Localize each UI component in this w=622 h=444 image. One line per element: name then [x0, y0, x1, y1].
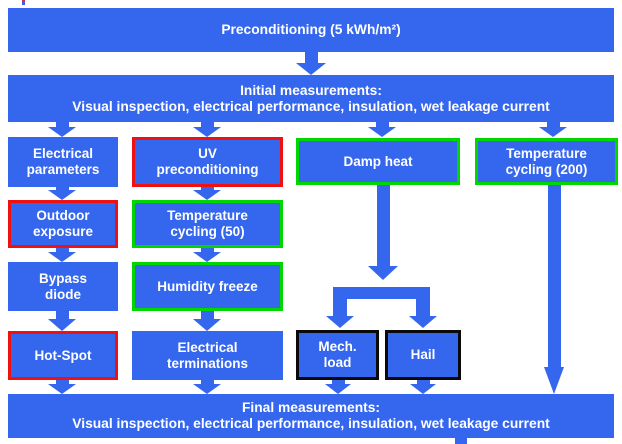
- box-label-line2: diode: [45, 286, 81, 302]
- box-label: Hail: [410, 347, 436, 363]
- box-label-line1: Mech.: [318, 339, 357, 355]
- arrow-elec-term-to-final: [193, 380, 221, 394]
- box-label-line2: cycling (200): [505, 161, 588, 177]
- box-label-line1: Final measurements:: [241, 400, 381, 415]
- arrow-split-to-hail: [409, 299, 437, 328]
- box-label-line1: Electrical: [32, 146, 94, 162]
- arrow-elec-params-to-outdoor: [48, 187, 76, 200]
- box-label-line1: Temperature: [506, 145, 587, 161]
- box-label-line1: Electrical: [177, 339, 238, 355]
- arrow-uv-to-tc50: [193, 187, 221, 200]
- arrow-mech-load-to-final: [325, 380, 351, 394]
- box-electrical-terminations: Electrical terminations: [132, 331, 283, 380]
- box-label-line1: Initial measurements:: [240, 82, 382, 98]
- box-preconditioning: Preconditioning (5 kWh/m²): [8, 8, 614, 52]
- box-uv-preconditioning: UV preconditioning: [132, 137, 283, 187]
- box-temperature-cycling-200: Temperature cycling (200): [475, 138, 618, 185]
- box-electrical-parameters: Electrical parameters: [8, 137, 118, 187]
- arrow-initial-to-damp-heat: [368, 122, 396, 137]
- box-label-line1: Bypass: [38, 270, 88, 286]
- box-label-line2: parameters: [26, 162, 100, 177]
- arrow-bypass-to-hotspot: [48, 311, 76, 331]
- box-damp-heat: Damp heat: [296, 138, 460, 185]
- arrow-initial-to-tc200: [539, 122, 567, 137]
- box-label-line2: cycling (50): [170, 224, 245, 239]
- box-label-line2: Visual inspection, electrical performanc…: [72, 98, 550, 114]
- arrow-initial-to-uv: [193, 122, 221, 137]
- box-label-line2: load: [323, 355, 352, 370]
- stray-mark: [22, 0, 25, 5]
- arrow-tc50-to-humidity: [193, 248, 221, 262]
- box-label-line1: Temperature: [167, 208, 248, 224]
- box-mech-load: Mech. load: [296, 330, 379, 380]
- box-label-line2: Visual inspection, electrical performanc…: [72, 416, 550, 431]
- arrow-hotspot-to-final: [48, 380, 76, 394]
- box-label-line1: UV: [198, 146, 217, 162]
- box-label: Preconditioning (5 kWh/m²): [221, 22, 401, 37]
- arrow-precond-to-initial: [296, 52, 326, 75]
- arrow-initial-to-elec-params: [48, 122, 76, 137]
- box-label: Damp heat: [343, 153, 413, 169]
- arrow-hail-to-final: [410, 380, 436, 394]
- arrow-damp-heat-down: [368, 185, 398, 280]
- box-label-line2: preconditioning: [156, 162, 259, 177]
- arrow-tc200-to-final: [544, 185, 564, 394]
- box-final-measurements: Final measurements: Visual inspection, e…: [8, 394, 614, 438]
- arrow-humidity-to-elec-term: [193, 311, 221, 331]
- box-outdoor-exposure: Outdoor exposure: [8, 200, 118, 248]
- box-label-line2: terminations: [166, 355, 248, 371]
- box-hail: Hail: [385, 330, 461, 380]
- box-humidity-freeze: Humidity freeze: [132, 262, 283, 311]
- box-hot-spot: Hot-Spot: [8, 331, 118, 380]
- box-label: Humidity freeze: [157, 278, 258, 294]
- arrow-outdoor-to-bypass: [48, 248, 76, 262]
- box-bypass-diode: Bypass diode: [8, 262, 118, 311]
- box-temperature-cycling-50: Temperature cycling (50): [132, 200, 283, 248]
- continuation-stub: [455, 438, 467, 444]
- box-initial-measurements: Initial measurements: Visual inspection,…: [8, 75, 614, 122]
- box-label-line1: Outdoor: [36, 208, 90, 224]
- arrow-split-to-mech-load: [326, 299, 354, 328]
- split-bar: [333, 287, 430, 299]
- box-label-line2: exposure: [32, 224, 94, 239]
- box-label: Hot-Spot: [34, 347, 92, 363]
